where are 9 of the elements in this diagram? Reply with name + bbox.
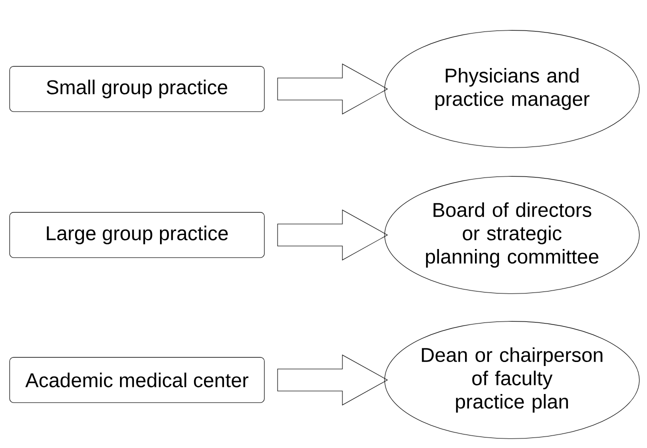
rounded-box: Academic medical center [9, 357, 265, 403]
ellipse-node: Physicians and practice manager [384, 30, 640, 148]
rounded-box: Small group practice [9, 66, 265, 112]
ellipse-node: Board of directors or strategic planning committee [384, 176, 640, 294]
rounded-box: Large group practice [9, 212, 265, 258]
hollow-arrow [277, 210, 388, 260]
hollow-arrow [277, 64, 388, 114]
hollow-arrow [277, 354, 388, 406]
ellipse-node: Dean or chairperson of faculty practice plan [384, 321, 640, 439]
